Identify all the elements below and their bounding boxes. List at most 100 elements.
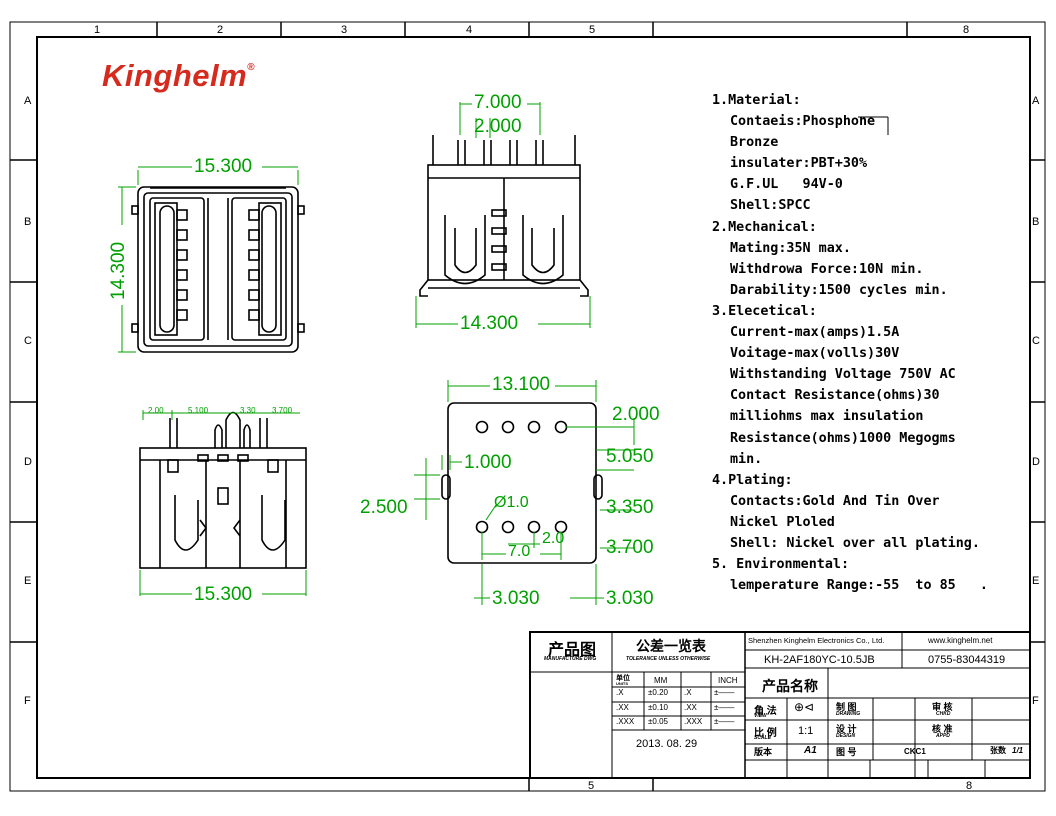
spec-line: Voitage-max(volls)30V	[730, 346, 900, 362]
tolerance-cell-in: ±——	[714, 703, 735, 712]
view-en: VIEW	[754, 713, 767, 719]
product-name-label: 产品名称	[762, 678, 818, 694]
sheet-label: 张数	[990, 746, 1006, 755]
dim-bottom-width: 15.300	[194, 584, 253, 605]
spec-line: Darability:1500 cycles min.	[730, 282, 948, 298]
design-en: DESIGN	[836, 733, 856, 739]
spec-line: milliohms max insulation	[730, 409, 924, 425]
bottom-view-dimensions	[139, 410, 307, 596]
drawing-en: DRAWING	[836, 711, 861, 717]
spec-line: G.F.UL 94V-0	[730, 177, 843, 193]
dim-pcb-slot: 1.000	[464, 452, 512, 473]
tolerance-cell-mm: ±0.20	[648, 688, 668, 697]
product-drawing-en: MANUFACTURE DWG	[544, 656, 597, 662]
spec-line: 1.Material:	[712, 93, 801, 108]
dim-bottom-b: 5.100	[188, 406, 209, 415]
version-value: A1	[804, 745, 817, 756]
check-label: 审 核	[932, 702, 953, 712]
ruler-left-e: E	[24, 575, 32, 587]
spec-line: 2.Mechanical:	[712, 219, 817, 235]
front-view-dimensions	[118, 166, 299, 353]
ruler-top-1: 1	[94, 24, 101, 36]
spec-line: Nickel Ploled	[730, 514, 835, 530]
ruler-top-4: 4	[466, 24, 473, 36]
spec-line: lemperature Range:-55 to 85 .	[730, 578, 988, 594]
spec-line: 3.Elecetical:	[712, 303, 817, 319]
company-phone: 0755-83044319	[928, 654, 1006, 666]
scale-value: 1:1	[798, 725, 814, 737]
product-drawing-label: 产品图	[548, 642, 597, 659]
registered-mark: ®	[247, 62, 256, 73]
projection-symbol-icon: ⊕⊲	[794, 700, 815, 714]
spec-line: Withdrowa Force:10N min.	[730, 261, 924, 277]
check-en: CHKD	[936, 711, 951, 717]
dim-pcb-hole: Ø1.0	[494, 494, 529, 511]
ruler-left-d: D	[24, 456, 32, 468]
spec-line: Shell:SPCC	[730, 198, 811, 214]
dim-pcb-pitch: 2.000	[612, 404, 660, 425]
bottom-view	[139, 411, 307, 569]
dim-pcb-3030-left: 3.030	[492, 588, 540, 609]
dim-pcb-2: 2.0	[542, 530, 565, 547]
spec-line: Bronze	[730, 135, 779, 151]
unit-en: UNITS	[616, 681, 628, 686]
ruler-top-8: 8	[963, 24, 970, 36]
ruler-right-c: C	[1032, 335, 1040, 347]
company-website: www.kinghelm.net	[928, 636, 993, 645]
title-block	[529, 631, 1031, 779]
dim-pcb-3700: 3.700	[606, 537, 654, 558]
spec-line: Contaeis:Phosphone	[730, 114, 876, 130]
tolerance-cell-ip: .X	[684, 688, 692, 697]
unit-label: 单位	[616, 675, 630, 682]
mm-header: MM	[654, 676, 668, 685]
spec-bracket	[858, 116, 889, 135]
dim-bottom-c: 3.30	[240, 406, 256, 415]
ruler-right-d: D	[1032, 456, 1040, 468]
ruler-left-f: F	[24, 695, 31, 707]
side-view-dimensions	[415, 102, 591, 328]
ruler-left-a: A	[24, 95, 32, 107]
dim-side-pitch: 2.000	[474, 116, 522, 137]
spec-line: Contacts:Gold And Tin Over	[730, 493, 940, 509]
side-view	[419, 135, 589, 297]
spec-line: Shell: Nickel over all plating.	[730, 535, 980, 551]
ruler-right-e: E	[1032, 575, 1040, 587]
spec-line: Withstanding Voltage 750V AC	[730, 367, 956, 383]
dim-pcb-row: 3.350	[606, 497, 654, 518]
ruler-left-b: B	[24, 216, 32, 228]
kinghelm-logo: Kinghelm®	[102, 58, 255, 94]
ruler-right-f: F	[1032, 695, 1039, 707]
dim-side-base: 14.300	[460, 313, 519, 334]
drawing-date: 2013. 08. 29	[636, 738, 698, 750]
ruler-bottom-5: 5	[588, 780, 595, 792]
front-view	[131, 186, 305, 353]
ruler-right-a: A	[1032, 95, 1040, 107]
spec-line: 5. Environmental:	[712, 557, 850, 573]
approve-en: APPD	[936, 733, 950, 739]
tolerance-cell-ip: .XXX	[684, 717, 703, 726]
logo-text: Kinghelm	[102, 58, 248, 93]
spec-line: Current-max(amps)1.5A	[730, 325, 900, 341]
ruler-top-5: 5	[589, 24, 596, 36]
dim-bottom-a: 2.00	[148, 406, 164, 415]
outer-frame	[9, 21, 1046, 792]
design-label: 设 计	[836, 724, 857, 734]
tolerance-cell-ip: .XX	[684, 703, 697, 712]
tolerance-cell-mm: ±0.10	[648, 703, 668, 712]
dim-side-width: 7.000	[474, 92, 522, 113]
dim-front-width: 15.300	[194, 156, 253, 177]
version-label: 版本	[754, 747, 773, 757]
drawing-no-label: 图 号	[836, 747, 857, 757]
ruler-bottom-8: 8	[966, 780, 973, 792]
spec-line: min.	[730, 451, 763, 467]
tolerance-label: 公差一览表	[636, 638, 706, 654]
spec-line: 4.Plating:	[712, 472, 793, 488]
tolerance-cell-p: .XX	[616, 703, 629, 712]
ruler-top-2: 2	[217, 24, 224, 36]
spec-line: Resistance(ohms)1000 Megogms	[730, 430, 956, 446]
tolerance-en: TOLERANCE UNLESS OTHERWISE	[626, 656, 711, 662]
ckc-code: CKC1	[904, 747, 926, 756]
dim-pcb-width: 13.100	[492, 374, 551, 395]
tolerance-cell-p: .XXX	[616, 717, 635, 726]
